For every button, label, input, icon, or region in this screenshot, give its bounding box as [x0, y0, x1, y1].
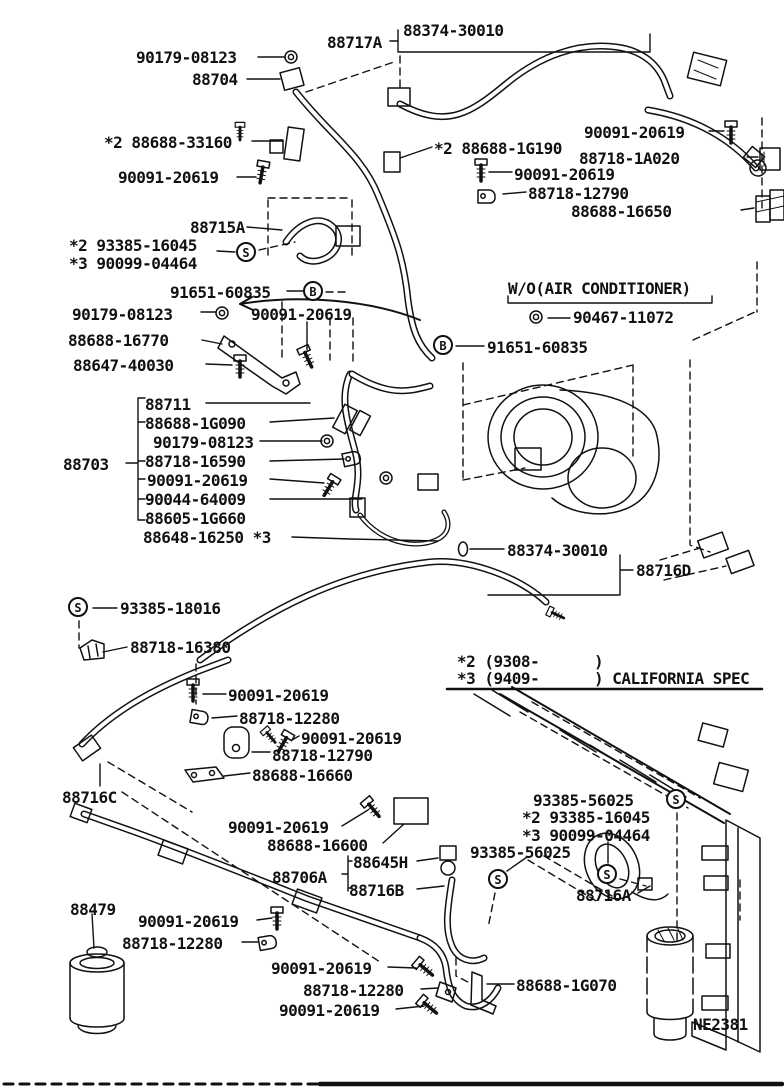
screw-marker-s-5: S: [597, 864, 617, 884]
figure-code: NE2381: [693, 1015, 748, 1034]
bolt-marker-b-1: B: [303, 281, 323, 301]
screw-marker-s-2: S: [68, 597, 88, 617]
screw-marker-s-3: S: [666, 789, 686, 809]
dashed-lines: [78, 55, 763, 985]
part-label-88645H: 88645H: [353, 853, 408, 872]
part-label-88374-30010-2: 88374-30010: [507, 541, 608, 560]
part-label-88716D: 88716D: [636, 561, 691, 580]
part-label-88688-1G070: 88688-1G070: [516, 976, 617, 995]
part-label-88704: 88704: [192, 70, 238, 89]
part-label-93385-56025-2: 93385-56025: [470, 843, 571, 862]
part-label-90091-20619-1: 90091-20619: [584, 123, 685, 142]
part-label-90179-08123-2: 90179-08123: [72, 305, 173, 324]
part-label-90099-04464-1: *3 90099-04464: [69, 254, 197, 273]
part-label-88605-1G660: 88605-1G660: [145, 509, 246, 528]
part-label-88716B: 88716B: [349, 881, 404, 900]
part-label-88374-30010-1: 88374-30010: [403, 21, 504, 40]
part-label-93385-16045-1: *2 93385-16045: [69, 236, 197, 255]
part-label-88479: 88479: [70, 900, 116, 919]
part-label-91651-60835-2: 91651-60835: [487, 338, 588, 357]
part-label-90091-20619-2: 90091-20619: [514, 165, 615, 184]
part-label-93385-56025-1: 93385-56025: [533, 791, 634, 810]
part-label-88718-12790-2: 88718-12790: [272, 746, 373, 765]
part-label-88718-1A020: 88718-1A020: [579, 149, 680, 168]
part-label-88718-12280-3: 88718-12280: [303, 981, 404, 1000]
part-label-91651-60835-1: 91651-60835: [170, 283, 271, 302]
condenser-artwork: [473, 686, 761, 1053]
part-label-88717A: 88717A: [327, 33, 382, 52]
part-label-90091-20619-3: 90091-20619: [118, 168, 219, 187]
part-label-88688-16600: 88688-16600: [267, 836, 368, 855]
screw-marker-s-4: S: [488, 869, 508, 889]
part-label-88688-16650: 88688-16650: [571, 202, 672, 221]
bolt-marker-b-2: B: [433, 335, 453, 355]
part-label-88688-16770: 88688-16770: [68, 331, 169, 350]
part-label-90091-20619-11: 90091-20619: [279, 1001, 380, 1020]
part-label-88706A: 88706A: [272, 868, 327, 887]
part-label-90091-20619-10: 90091-20619: [271, 959, 372, 978]
part-label-93385-18016: 93385-18016: [120, 599, 221, 618]
part-label-93385-16045-2: *2 93385-16045: [522, 808, 650, 827]
part-label-90091-20619-8: 90091-20619: [228, 818, 329, 837]
part-label-88718-12280-2: 88718-12280: [122, 934, 223, 953]
part-label-90091-20619-6: 90091-20619: [228, 686, 329, 705]
receiver-drier-artwork: [69, 926, 694, 1041]
part-label-88703: 88703: [63, 455, 109, 474]
part-label-90179-08123-3: 90179-08123: [153, 433, 254, 452]
part-label-88718-12280-1: 88718-12280: [239, 709, 340, 728]
part-label-88688-33160: *2 88688-33160: [104, 133, 232, 152]
part-label-88716C: 88716C: [62, 788, 117, 807]
part-label-90091-20619-4: 90091-20619: [251, 305, 352, 324]
part-label-88647-40030: 88647-40030: [73, 356, 174, 375]
part-label-88715A: 88715A: [190, 218, 245, 237]
part-label-90179-08123-1: 90179-08123: [136, 48, 237, 67]
part-label-90099-04464-2: *3 90099-04464: [522, 826, 650, 845]
part-label-90091-20619-9: 90091-20619: [138, 912, 239, 931]
part-label-88688-1G190: *2 88688-1G190: [434, 139, 562, 158]
fitting-artwork: [69, 50, 784, 1020]
spec-note-line2: *3 (9409- ) CALIFORNIA SPEC: [457, 669, 750, 688]
part-label-88716A: 88716A: [576, 886, 631, 905]
part-label-88688-16660: 88688-16660: [252, 766, 353, 785]
part-label-88711: 88711: [145, 395, 191, 414]
part-label-88718-16380: 88718-16380: [130, 638, 231, 657]
screw-marker-s-1: S: [236, 242, 256, 262]
part-label-88648-16250: 88648-16250 *3: [143, 528, 271, 547]
part-label-88688-1G090: 88688-1G090: [145, 414, 246, 433]
wo-air-conditioner-note: W/O(AIR CONDITIONER): [508, 279, 691, 298]
compressor-artwork: [487, 384, 660, 515]
part-label-90467-11072: 90467-11072: [573, 308, 674, 327]
part-label-90091-20619-7: 90091-20619: [301, 729, 402, 748]
part-label-88718-12790-1: 88718-12790: [528, 184, 629, 203]
spec-note-line1: *2 (9308- ): [457, 652, 604, 671]
leader-lines: [91, 29, 764, 1010]
part-label-90044-64009: 90044-64009: [145, 490, 246, 509]
part-label-90091-20619-5: 90091-20619: [147, 471, 248, 490]
part-label-88718-16590: 88718-16590: [145, 452, 246, 471]
